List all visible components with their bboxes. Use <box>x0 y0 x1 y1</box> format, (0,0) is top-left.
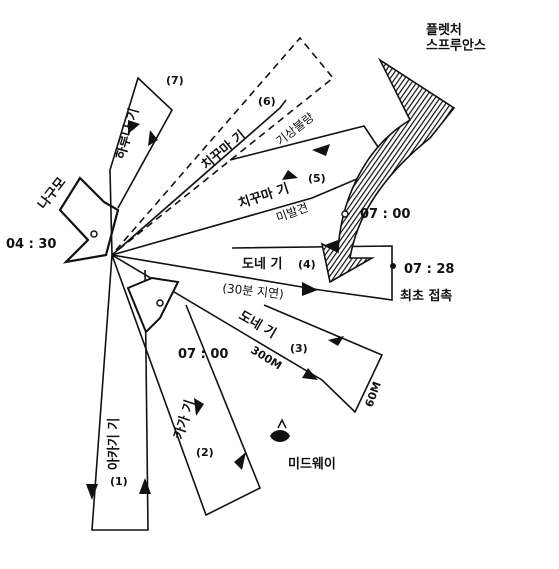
leg-7-num: (7) <box>166 74 184 87</box>
leg-6-note: 기상불량 <box>273 110 316 148</box>
first-contact-label: 최초 접촉 <box>400 288 452 304</box>
first-contact-dot <box>390 263 396 269</box>
us-fleet-arrow <box>320 57 456 284</box>
time-0728: 07 : 28 <box>404 262 454 277</box>
leg-3-name: 도네 기 <box>236 308 279 342</box>
search-leg-6 <box>111 99 287 256</box>
leg-4-note: (30분 지연) <box>222 281 285 301</box>
time-0430: 04 : 30 <box>6 237 56 252</box>
search-leg-3 <box>111 254 384 414</box>
leg-1-num: (1) <box>110 475 128 488</box>
time-0700-east: 07 : 00 <box>360 207 410 222</box>
leg-4-name: 도네 기 <box>242 256 282 272</box>
leg-arrowheads <box>86 120 344 500</box>
midway-icon <box>270 418 290 442</box>
time-0700-west: 07 : 00 <box>178 347 228 362</box>
midway-label: 미드웨이 <box>288 456 336 472</box>
search-leg-6-bounds <box>115 36 335 251</box>
leg-2-name: 카가 기 <box>172 398 199 441</box>
leg-5-num: (5) <box>308 172 326 185</box>
leg-1-name: 아카기 기 <box>106 418 122 470</box>
search-leg-1 <box>91 254 149 531</box>
search-leg-7 <box>109 76 174 256</box>
leg-2-num: (2) <box>196 446 214 459</box>
leg-3-num: (3) <box>290 342 308 355</box>
leg-6-num: (6) <box>258 95 276 108</box>
leg-3-dist: 300M <box>248 344 284 373</box>
leg-7-name: 하루나 기 <box>112 106 142 161</box>
leg-4-num: (4) <box>298 258 316 271</box>
leg-3-leg: 60M <box>363 380 384 409</box>
carrier-marker-west <box>126 276 180 334</box>
search-leg-2 <box>111 254 262 517</box>
nagumo-fleet-arrow <box>58 176 120 264</box>
